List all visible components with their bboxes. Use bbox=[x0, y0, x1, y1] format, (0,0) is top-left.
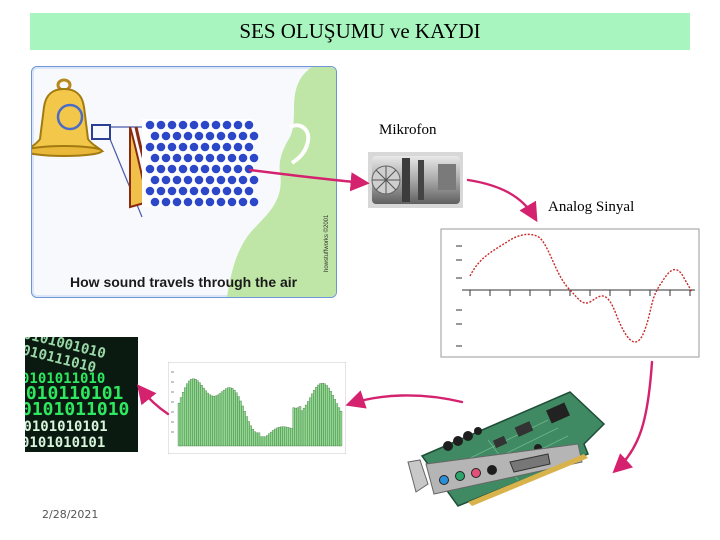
sound-travel-illustration: howstuffworks ©2001 How sound travels th… bbox=[31, 66, 337, 298]
arrow-soundcard-to-waveform bbox=[345, 390, 464, 409]
illustration-caption: How sound travels through the air bbox=[70, 274, 298, 290]
sound-card-image bbox=[398, 384, 608, 514]
microphone-icon bbox=[368, 152, 463, 208]
sound-travel-drawing: howstuffworks ©2001 How sound travels th… bbox=[32, 67, 336, 297]
binary-line: 0101010101 bbox=[25, 435, 105, 451]
arrow-waveform-to-binary bbox=[137, 384, 170, 416]
arrow-ear-to-microphone bbox=[248, 168, 370, 192]
binary-line: 0101011010 bbox=[25, 399, 129, 420]
analog-signal-label: Analog Sinyal bbox=[548, 199, 635, 215]
sound-card-graphic bbox=[407, 391, 606, 507]
analog-signal-graph bbox=[440, 228, 700, 358]
analog-signal-plot bbox=[440, 228, 700, 358]
microphone-label: Mikrofon bbox=[379, 122, 437, 138]
analog-signal-curve bbox=[469, 233, 693, 343]
ear bbox=[289, 123, 311, 165]
illustration-credit: howstuffworks ©2001 bbox=[323, 214, 330, 272]
arrow-microphone-to-signal bbox=[466, 178, 538, 223]
binary-line: 0101011010 bbox=[25, 371, 105, 387]
slide-date: 2/28/2021 bbox=[42, 508, 99, 521]
binary-line: 1010110101 bbox=[25, 383, 123, 404]
arrow-signal-to-soundcard bbox=[612, 360, 654, 474]
microphone-image bbox=[368, 150, 463, 210]
binary-code-graphic: 0101001010101011101001010110101010110101… bbox=[25, 337, 129, 451]
waveform-bar bbox=[339, 410, 343, 447]
head-silhouette bbox=[227, 67, 336, 297]
bell-icon bbox=[32, 78, 111, 157]
air-molecules bbox=[129, 119, 259, 209]
sampled-waveform bbox=[167, 361, 347, 455]
slide-title: SES OLUŞUMU ve KAYDI bbox=[30, 13, 690, 50]
digital-waveform-image bbox=[167, 361, 347, 455]
